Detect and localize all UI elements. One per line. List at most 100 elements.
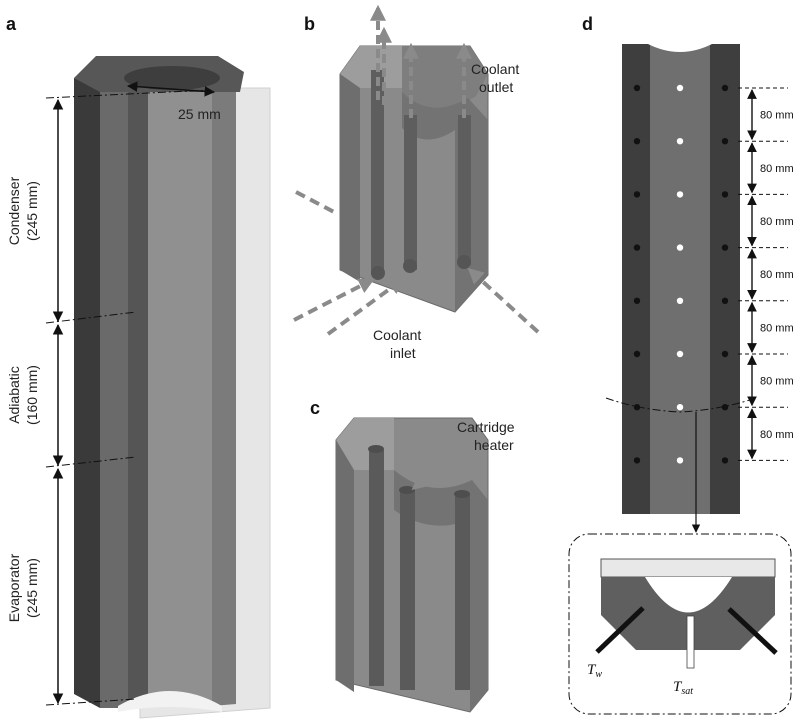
thermocouple-dot xyxy=(633,138,641,145)
thermocouple-dot xyxy=(676,244,684,251)
boundary-condenser-adiabatic xyxy=(45,311,137,324)
heater-label-line1: Cartridge xyxy=(457,419,515,435)
tw-probe-left xyxy=(595,606,645,654)
channel-2 xyxy=(404,115,417,270)
channel-1 xyxy=(371,70,384,275)
boundary-bottom xyxy=(45,698,137,706)
thermocouple-dot xyxy=(676,350,684,358)
thermocouple-dot xyxy=(633,84,641,92)
inlet-label-line1: Coolant xyxy=(373,327,421,343)
diameter-dimension xyxy=(126,81,216,97)
thermocouple-dot xyxy=(633,297,641,304)
tw-subscript: w xyxy=(595,669,602,680)
inlet-label-line2: inlet xyxy=(390,345,416,361)
condenser-length: (245 mm) xyxy=(24,181,40,241)
panel-label-a: a xyxy=(6,14,17,34)
block-top-left xyxy=(340,46,402,88)
thermocouple-dot xyxy=(633,457,641,464)
heater-label-line2: heater xyxy=(474,437,514,453)
body-front xyxy=(100,90,128,708)
thermocouple-dot xyxy=(676,84,684,92)
channel-3-opening xyxy=(457,255,471,269)
condenser-label: Condenser (245 mm) xyxy=(6,176,40,245)
thermocouple-dot xyxy=(676,138,684,145)
spacing-label: 80 mm xyxy=(760,322,794,334)
boundary-top xyxy=(45,89,211,99)
adiabatic-length: (160 mm) xyxy=(24,365,40,425)
body-right xyxy=(212,90,236,706)
cross-section-inset xyxy=(568,533,792,715)
block-top-right xyxy=(402,46,488,110)
evaporator-length: (245 mm) xyxy=(24,558,40,618)
heater-pointer-arrow xyxy=(411,448,462,491)
adiabatic-label: Adiabatic (160 mm) xyxy=(6,365,40,425)
tsat-probe xyxy=(686,615,695,669)
spacing-label: 80 mm xyxy=(760,269,794,281)
heater-rod-2-top xyxy=(399,486,415,494)
spacing-label: 80 mm xyxy=(760,216,794,228)
column-left-face xyxy=(622,44,650,514)
tsat-main: T xyxy=(673,679,683,695)
thermocouple-dot xyxy=(676,297,684,304)
spacing-label: 80 mm xyxy=(760,376,794,388)
inlet-arrow-2 xyxy=(326,278,405,336)
inset-top-bar xyxy=(600,558,776,578)
bore-inner xyxy=(148,90,212,706)
panel-c: c Cartridge heater xyxy=(310,398,515,713)
spacing-label: 80 mm xyxy=(760,163,794,175)
panel-a: a 25 mm Condenser (245 mm) xyxy=(6,14,271,719)
panel-b: b Coolant outlet Coolant inlet xyxy=(293,4,540,361)
thermocouple-dot xyxy=(721,191,729,198)
boundary-adiabatic-evaporator xyxy=(45,456,137,468)
thermocouple-dot xyxy=(676,457,684,464)
thermocouple-dot xyxy=(721,244,729,251)
panel-label-b: b xyxy=(304,14,315,34)
outlet-label-line2: outlet xyxy=(479,79,513,95)
thermocouple-dot xyxy=(721,457,729,464)
evap-left-face xyxy=(336,440,354,692)
thermocouple-dot xyxy=(633,350,641,358)
heater-rod-2 xyxy=(400,490,415,690)
spacing-label: 80 mm xyxy=(760,429,794,441)
panel-label-c: c xyxy=(310,398,320,418)
tsat-subscript: sat xyxy=(681,686,693,697)
channel-3 xyxy=(458,115,471,265)
channel-1-opening xyxy=(371,266,385,280)
adiabatic-name: Adiabatic xyxy=(6,366,22,424)
bottom-cutout xyxy=(118,691,222,712)
tw-main: T xyxy=(587,662,597,678)
panel-label-d: d xyxy=(582,14,593,34)
outer-wall-left xyxy=(74,78,100,708)
block-left-face xyxy=(340,74,360,282)
thermocouple-dot xyxy=(633,244,641,251)
heater-rod-3 xyxy=(455,495,470,690)
evaporator-name: Evaporator xyxy=(6,553,22,622)
heater-rod-1-top xyxy=(368,445,384,453)
evaporator-label: Evaporator (245 mm) xyxy=(6,553,40,622)
thermocouple-dot xyxy=(676,191,684,198)
column-center-face xyxy=(650,44,710,514)
tsat-label: Tsat xyxy=(673,679,693,697)
thermocouple-dot xyxy=(633,191,641,198)
inlet-line-left xyxy=(295,190,335,214)
bore-shadow xyxy=(128,90,148,708)
thermocouple-dot xyxy=(676,404,684,411)
inlet-arrow-1 xyxy=(293,278,375,322)
spacing-label: 80 mm xyxy=(760,110,794,122)
thermocouple-dots xyxy=(633,84,729,464)
condenser-name: Condenser xyxy=(6,176,22,245)
heater-rod-3-top xyxy=(454,490,470,498)
channel-2-opening xyxy=(403,259,417,273)
section-cut-line xyxy=(605,397,757,413)
diameter-label: 25 mm xyxy=(178,106,221,122)
thermocouple-dot xyxy=(721,350,729,358)
thermocouple-dot xyxy=(721,138,729,145)
column-top-cutout xyxy=(648,44,712,52)
thermocouple-dot xyxy=(633,404,641,411)
column-right-face xyxy=(710,44,740,514)
heater-rod-1 xyxy=(369,450,384,686)
outlet-label-line1: Coolant xyxy=(471,61,519,77)
tw-probe-right xyxy=(727,607,778,655)
panel-d: d 80 mm 80 mm 80 mm 80 mm 80 mm 80 mm 80 mm Tw… xyxy=(568,14,794,715)
